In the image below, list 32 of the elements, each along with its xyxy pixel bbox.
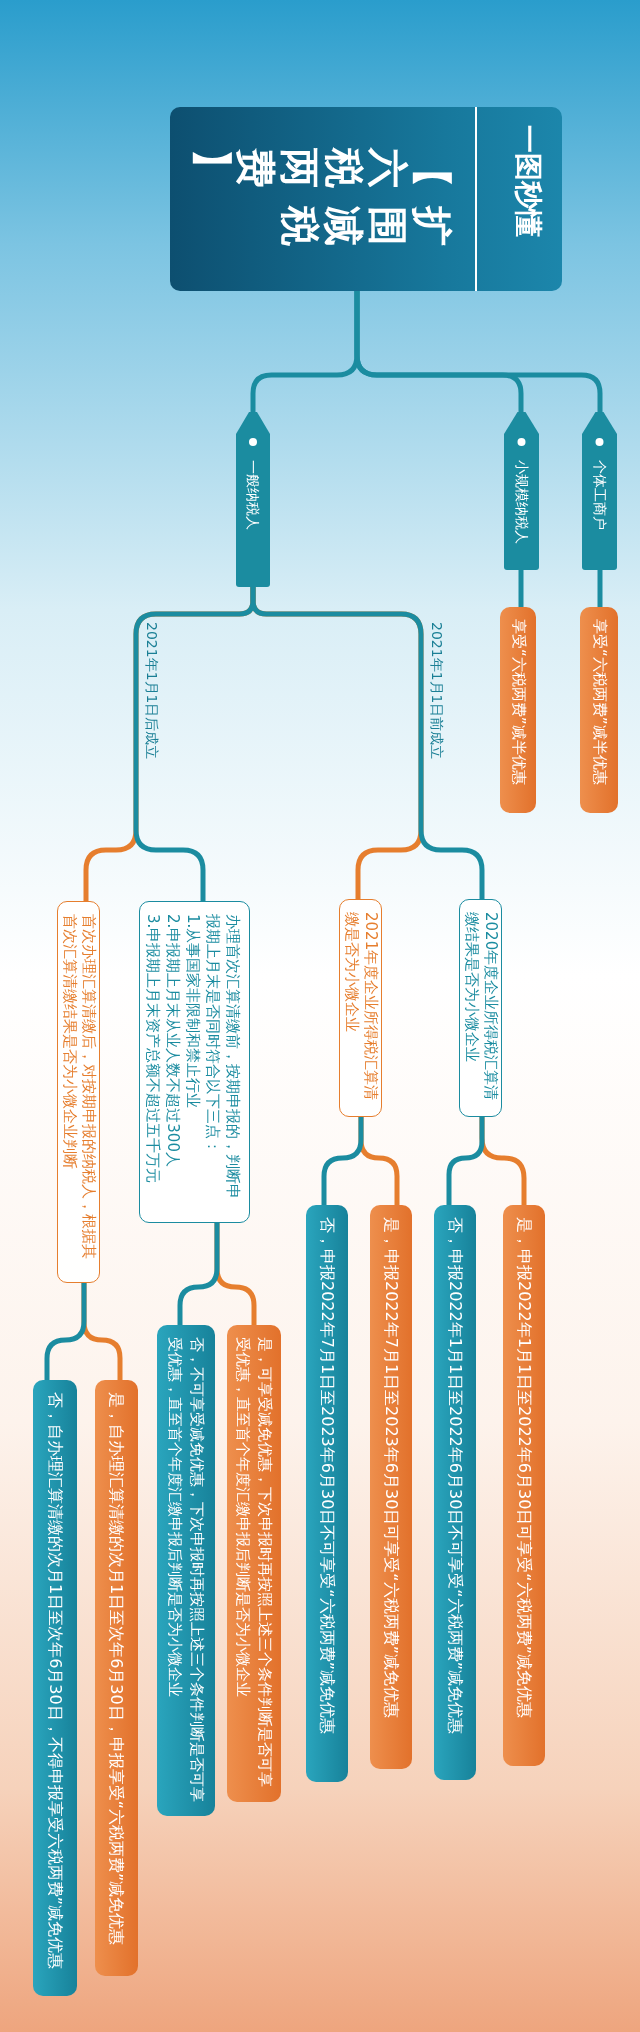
subtitle-text: 一图秒懂 xyxy=(511,125,546,237)
edge-label: 2021年1月1日前成立 xyxy=(428,622,446,760)
result-box: 是，自办理汇算清缴的次月1日至次年6月30日，申报享受“六税两费”减免优惠 xyxy=(95,1380,138,1976)
category-tag: 小规模纳税人 xyxy=(504,412,539,570)
edge-label: 2021年1月1日后成立 xyxy=(143,622,161,760)
result-box: 否，不可享受减免优惠，下次申报时再按照上述三个条件判断是否可享受优惠，直至首个年度汇缴申报后判断是否为小微企业 xyxy=(157,1325,215,1816)
connector-line xyxy=(518,570,524,607)
connector-line xyxy=(133,587,256,901)
condition-text: 2.申报期上月末从业人数不超过300人 xyxy=(163,914,183,1169)
condition-text: 1.从事国家非限制和禁止行业 xyxy=(183,914,203,1111)
connector-line xyxy=(44,1283,87,1380)
result-box: 是，申报2022年1月1日至2022年6月30日可享受“六税两费”减免优惠 xyxy=(503,1205,545,1766)
condition-text: 3.申报期上月末资产总额不超过五千万元 xyxy=(143,914,163,1186)
connector-line xyxy=(321,1117,364,1205)
condition-box xyxy=(139,901,250,1223)
connector-line xyxy=(597,570,603,607)
result-box: 是，可享受减免优惠，下次申报时再按照上述三个条件判断是否可享受优惠，直至首个年度汇缴申报后判断是否为小微企业 xyxy=(227,1325,281,1802)
result-box: 否，自办理汇算清缴的次月1日至次年6月30日，不得申报享受六税两费”减免优惠 xyxy=(33,1380,77,1996)
title-text: 【六税两费】扩围减税 xyxy=(190,146,454,248)
result-box: 是，申报2022年7月1日至2023年6月30日可享受“六税两费”减免优惠 xyxy=(370,1205,412,1769)
condition-box: 2020年度企业所得税汇算清缴结果是否为小微企业 xyxy=(459,899,502,1117)
result-box: 享受“六税两费”减半优惠 xyxy=(580,607,618,813)
result-box: 否，申报2022年7月1日至2023年6月30日不可享受“六税两费”减免优惠 xyxy=(306,1205,348,1782)
category-tag: 个体工商户 xyxy=(582,412,617,570)
connector-line xyxy=(446,1117,485,1205)
category-tag: 一般纳税人 xyxy=(236,412,270,587)
result-box: 否，申报2022年1月1日至2022年6月30日不可享受“六税两费”减免优惠 xyxy=(434,1205,476,1780)
condition-box: 2021年度企业所得税汇算清缴是否为小微企业 xyxy=(339,899,382,1117)
title-box xyxy=(170,107,562,291)
result-box: 享受“六税两费”减半优惠 xyxy=(500,607,536,813)
condition-box: 首次办理汇算清缴后，对按期申报的纳税人，根据其首次汇算清缴结果是否为小微企业判断 xyxy=(57,901,100,1283)
condition-text: 办理首次汇算清缴前，按期申报的，判断申报期上月末是否同时符合以下三点： xyxy=(203,914,243,1201)
